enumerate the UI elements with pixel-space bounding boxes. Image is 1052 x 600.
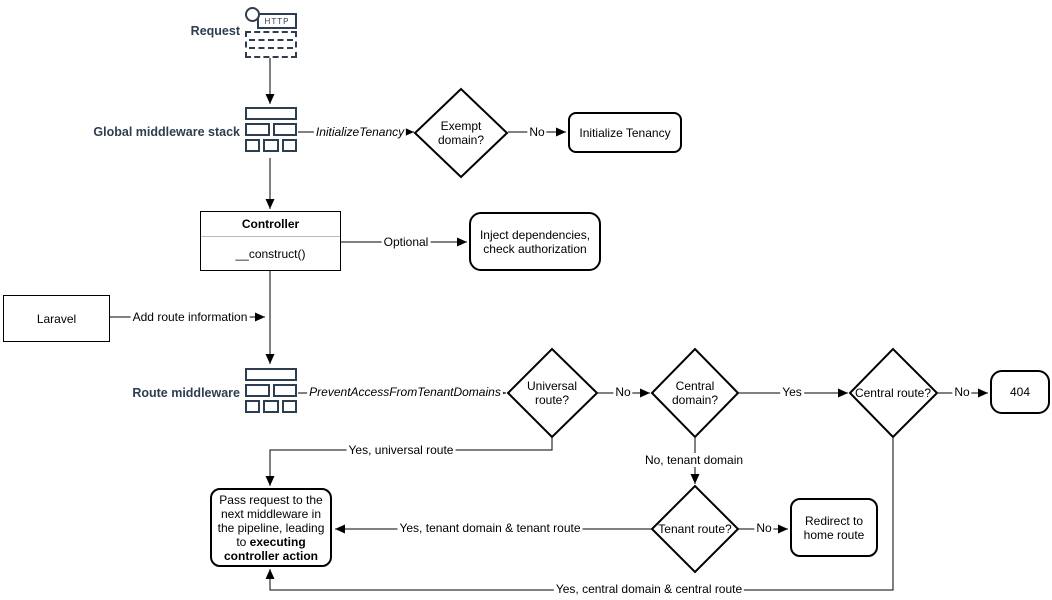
stack-cell (263, 400, 279, 413)
edge-label-optional: Optional (381, 235, 431, 249)
global-middleware-stack-icon[interactable] (245, 107, 297, 152)
pass-request-node[interactable]: Pass request to the next middleware in t… (210, 488, 332, 567)
edge-label-initialize-tenancy: InitializeTenancy (313, 125, 407, 139)
not-found-node[interactable]: 404 (990, 370, 1050, 414)
edge-label-exempt-no: No (527, 125, 547, 139)
stack-cell (245, 384, 270, 397)
edge-label-universal-no: No (613, 385, 633, 399)
request-label: Request (190, 24, 240, 38)
redirect-home-node[interactable]: Redirect to home route (790, 498, 878, 557)
laravel-label: Laravel (36, 311, 77, 326)
route-middleware-label: Route middleware (132, 386, 240, 400)
initialize-tenancy-label: Initialize Tenancy (579, 125, 671, 140)
decision-central-route[interactable] (848, 347, 939, 439)
controller-method: __construct() (235, 246, 306, 261)
inject-dependencies-label: Inject dependencies, check authorization (479, 227, 591, 256)
controller-node[interactable]: Controller __construct() (200, 211, 341, 271)
stack-cell (272, 384, 297, 397)
http-request-icon[interactable]: HTTP (245, 6, 297, 58)
edge-label-tenant-no: No (754, 521, 774, 535)
decision-central-domain[interactable] (650, 347, 740, 439)
stack-cell (272, 123, 297, 136)
request-document-icon (245, 31, 297, 58)
request-http-badge: HTTP (257, 13, 297, 29)
edge-label-central-domain-yes: Yes (780, 385, 804, 399)
global-middleware-label: Global middleware stack (93, 125, 240, 139)
decision-exempt-domain[interactable] (413, 87, 509, 179)
pass-request-label: Pass request to the next middleware in t… (217, 492, 325, 563)
stack-cell (245, 400, 261, 413)
edge-label-prevent-access: PreventAccessFromTenantDomains (307, 385, 503, 399)
inject-dependencies-node[interactable]: Inject dependencies, check authorization (469, 212, 601, 271)
laravel-node[interactable]: Laravel (3, 295, 110, 342)
stack-cell (281, 139, 297, 152)
stack-cell (263, 139, 279, 152)
stack-row (245, 107, 297, 120)
stack-row (245, 139, 297, 152)
redirect-home-label: Redirect to home route (803, 513, 865, 542)
stack-row (245, 123, 297, 136)
edge-label-central-route-yes: Yes, central domain & central route (553, 582, 745, 596)
decision-tenant-route[interactable] (650, 484, 740, 574)
not-found-label: 404 (1009, 385, 1031, 399)
stack-cell (245, 107, 297, 120)
stack-row (245, 400, 297, 413)
request-document-line (249, 39, 293, 41)
pass-request-bold: executing controller action (223, 534, 318, 563)
edge-label-add-route-information: Add route information (130, 310, 250, 324)
stack-cell (245, 123, 270, 136)
initialize-tenancy-node[interactable]: Initialize Tenancy (568, 112, 682, 153)
stack-row (245, 384, 297, 397)
request-document-line (249, 47, 293, 49)
route-middleware-stack-icon[interactable] (245, 368, 297, 413)
request-circle-icon (245, 7, 260, 22)
stack-cell (245, 139, 261, 152)
edge-label-universal-yes: Yes, universal route (346, 443, 456, 457)
decision-universal-route[interactable] (506, 347, 599, 439)
controller-title: Controller (201, 212, 340, 237)
stack-row (245, 368, 297, 381)
edge-label-central-route-no: No (952, 385, 972, 399)
stack-cell (281, 400, 297, 413)
edge-label-tenant-yes: Yes, tenant domain & tenant route (397, 521, 583, 535)
stack-cell (245, 368, 297, 381)
request-http-label: HTTP (264, 16, 290, 26)
edge-label-central-domain-no: No, tenant domain (642, 453, 746, 467)
